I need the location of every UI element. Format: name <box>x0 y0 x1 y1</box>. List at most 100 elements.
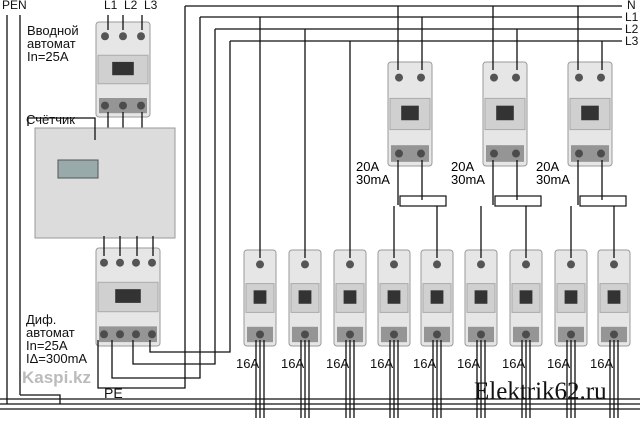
diff-breaker-label-2: автомат <box>26 325 75 340</box>
bus-label-l3: L3 <box>625 34 639 48</box>
rcd-2-body <box>484 97 526 131</box>
breaker-2-terminal <box>301 260 309 269</box>
breaker-4-base <box>381 326 407 343</box>
rcd-comb-bus <box>494 195 542 207</box>
breaker-9-terminal <box>610 260 618 269</box>
breaker-3-toggle <box>343 290 357 304</box>
diff-breaker-terminal <box>148 258 156 267</box>
breaker-1-body <box>245 283 275 313</box>
rcd-2-toggle <box>496 105 514 121</box>
input-breaker-terminal <box>101 32 109 41</box>
rcd-2-base <box>486 145 524 162</box>
site-watermark: Elektrik62.ru <box>474 378 607 405</box>
breaker-2-toggle <box>298 290 312 304</box>
breaker-6-terminal <box>477 260 485 269</box>
input-breaker-terminal <box>137 32 145 41</box>
rcd-1-terminal <box>395 73 403 82</box>
breaker-5-base <box>424 326 450 343</box>
rcd-current: 20A <box>451 159 475 174</box>
feed-n <box>97 6 186 389</box>
breaker-rating: 16A <box>413 356 437 371</box>
input-breaker-label-2: автомат <box>27 36 76 51</box>
energy-meter <box>34 127 176 239</box>
breaker-6-base <box>468 326 494 343</box>
rcd-leakage: 30mA <box>356 172 390 187</box>
bus-label-l1: L1 <box>625 10 639 24</box>
rcd-3-terminal <box>575 73 583 82</box>
breaker-rating: 16A <box>547 356 571 371</box>
diff-breaker-label-1: Диф. <box>26 312 57 327</box>
rcd-1-terminal <box>417 73 425 82</box>
bus-label-l2: L2 <box>625 22 639 36</box>
rcd-current: 20A <box>536 159 560 174</box>
pen-wire <box>20 394 61 404</box>
phase-label-l2: L2 <box>124 0 138 12</box>
rcd-3-terminal <box>597 73 605 82</box>
feed-l3 <box>149 41 231 353</box>
breaker-1-base <box>247 326 273 343</box>
breaker-3-base <box>337 326 363 343</box>
breaker-1-toggle <box>253 290 267 304</box>
rcd-leakage: 30mA <box>451 172 485 187</box>
meter-label: Счётчик <box>26 112 75 127</box>
breaker-4-toggle <box>387 290 401 304</box>
rcd-3-toggle <box>581 105 599 121</box>
breaker-5-toggle <box>430 290 444 304</box>
diff-breaker-toggle <box>115 289 141 303</box>
rcd-1-toggle <box>401 105 419 121</box>
breaker-rating: 16A <box>236 356 260 371</box>
kaspi-watermark: Kaspi.kz <box>22 368 91 387</box>
diff-breaker-terminal <box>116 258 124 267</box>
rcd-2-terminal <box>512 73 520 82</box>
rcd-leakage: 30mA <box>536 172 570 187</box>
breaker-9-base <box>601 326 627 343</box>
breaker-7-terminal <box>522 260 530 269</box>
phase-label-l3: L3 <box>144 0 158 12</box>
input-breaker-terminal <box>119 32 127 41</box>
rcd-current: 20A <box>356 159 380 174</box>
breaker-6-toggle <box>474 290 488 304</box>
breaker-9-toggle <box>607 290 621 304</box>
rcd-3-base <box>571 145 609 162</box>
breaker-rating: 16A <box>370 356 394 371</box>
pe-label: PE <box>104 385 123 401</box>
diff-breaker-label-3: In=25A <box>26 338 68 353</box>
rcd-comb-bus <box>579 195 627 207</box>
bus-label-n: N <box>627 0 636 12</box>
meter-display <box>57 159 99 179</box>
breaker-5-body <box>422 283 452 313</box>
rcd-comb-bus <box>399 195 447 207</box>
breaker-5-terminal <box>433 260 441 269</box>
input-breaker-toggle <box>112 61 134 76</box>
pen-label: PEN <box>2 0 27 12</box>
feed-l2 <box>132 29 216 365</box>
breaker-rating: 16A <box>590 356 614 371</box>
meter-wire <box>27 117 96 140</box>
diff-breaker-base <box>99 326 157 343</box>
breaker-rating: 16A <box>457 356 481 371</box>
rcd-1-base <box>391 145 429 162</box>
breaker-rating: 16A <box>281 356 305 371</box>
input-breaker-base <box>99 98 147 114</box>
breaker-3-terminal <box>346 260 354 269</box>
diff-breaker-label-4: IΔ=300mA <box>26 351 88 366</box>
input-breaker-label-1: Вводной <box>27 23 79 38</box>
breaker-2-base <box>292 326 318 343</box>
breaker-rating: 16A <box>326 356 350 371</box>
breaker-rating: 16A <box>502 356 526 371</box>
breaker-8-terminal <box>567 260 575 269</box>
breaker-1-terminal <box>256 260 264 269</box>
phase-label-l1: L1 <box>104 0 118 12</box>
rcd-2-terminal <box>490 73 498 82</box>
input-breaker-label-3: In=25A <box>27 49 69 64</box>
diff-breaker-terminal <box>100 258 108 267</box>
breaker-4-body <box>379 283 409 313</box>
breaker-8-toggle <box>564 290 578 304</box>
feed-l1 <box>111 17 201 379</box>
breaker-4-terminal <box>390 260 398 269</box>
